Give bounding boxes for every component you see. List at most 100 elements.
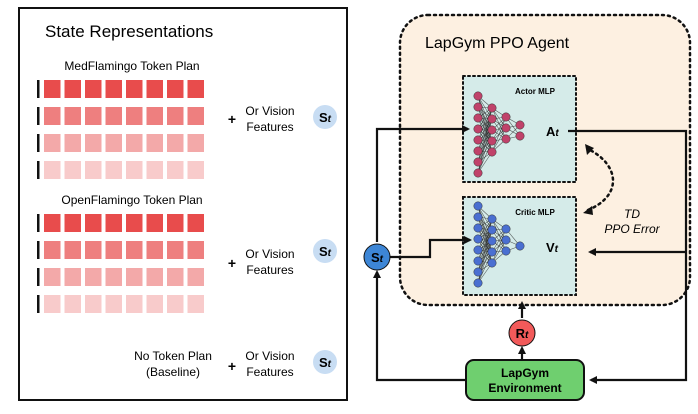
state-representations-panel <box>18 7 348 401</box>
actor-edge <box>491 116 507 153</box>
actor-node <box>473 102 483 112</box>
critic-node <box>473 267 483 277</box>
openflamingo-token <box>146 214 163 232</box>
medflamingo-token <box>85 161 102 179</box>
actor-node <box>473 168 483 178</box>
or-vision-label-1: Or Vision <box>245 104 294 118</box>
actor-edge <box>477 140 493 174</box>
critic-edge <box>477 218 493 262</box>
critic-node <box>515 241 525 251</box>
openflamingo-row-marker <box>37 241 40 259</box>
critic-node <box>473 234 483 244</box>
actor-node <box>473 146 483 156</box>
state-node <box>363 243 391 271</box>
openflamingo-token <box>105 241 122 259</box>
td-arrowhead-bottom <box>583 206 593 215</box>
ppo-error-label: PPO Error <box>604 222 660 236</box>
actor-edge <box>477 107 493 152</box>
medflamingo-token <box>126 80 143 98</box>
openflamingo-token <box>85 241 102 259</box>
or-vision-label-2: Or Vision <box>245 247 294 261</box>
critic-node <box>501 224 511 234</box>
environment-line1: LapGym <box>501 366 549 380</box>
critic-output: Vt <box>546 240 559 255</box>
openflamingo-token <box>44 268 61 286</box>
medflamingo-row-marker <box>37 107 40 125</box>
actor-edge <box>477 129 493 174</box>
medflamingo-token <box>44 161 61 179</box>
medflamingo-token <box>44 107 61 125</box>
environment-line2: Environment <box>488 381 561 395</box>
openflamingo-token <box>146 295 163 313</box>
medflamingo-token <box>85 107 102 125</box>
openflamingo-token <box>85 295 102 313</box>
openflamingo-row-marker <box>37 268 40 286</box>
actor-node <box>473 91 483 101</box>
actor-node <box>515 120 525 130</box>
state-circle-2 <box>313 239 337 263</box>
openflamingo-token <box>187 295 204 313</box>
td-label: TD <box>624 207 640 221</box>
reward-node <box>508 319 536 347</box>
actor-node <box>473 157 483 167</box>
critic-node <box>501 235 511 245</box>
critic-node <box>487 247 497 257</box>
openflamingo-row-marker <box>37 295 40 313</box>
environment-box <box>465 359 585 401</box>
actor-output: At <box>546 124 559 139</box>
state-symbol-3: St <box>319 355 332 370</box>
actor-edge <box>491 116 507 142</box>
plus-sign-3: + <box>228 358 236 374</box>
medflamingo-token <box>64 134 81 152</box>
td-arrowhead-top <box>585 144 594 155</box>
medflamingo-token <box>126 161 143 179</box>
medflamingo-token <box>105 80 122 98</box>
openflamingo-token <box>44 241 61 259</box>
actor-node <box>487 114 497 124</box>
openflamingo-token <box>126 268 143 286</box>
medflamingo-token <box>167 80 184 98</box>
actor-edge <box>491 127 507 153</box>
critic-edge <box>491 228 507 253</box>
medflamingo-label: MedFlamingo Token Plan <box>64 59 199 73</box>
medflamingo-token <box>44 134 61 152</box>
critic-node <box>501 246 511 256</box>
medflamingo-token <box>167 107 184 125</box>
medflamingo-token <box>105 134 122 152</box>
medflamingo-token <box>85 134 102 152</box>
features-label-3: Features <box>246 365 293 379</box>
state-symbol-2: St <box>319 244 332 259</box>
actor-node <box>473 124 483 134</box>
actor-node <box>487 147 497 157</box>
ppo-agent-title: LapGym PPO Agent <box>425 35 570 52</box>
actor-node <box>515 131 525 141</box>
medflamingo-token <box>126 134 143 152</box>
state-representations-title: State Representations <box>45 22 213 41</box>
actor-node <box>501 123 511 133</box>
critic-network <box>473 201 525 288</box>
medflamingo-token <box>187 107 204 125</box>
critic-mlp-label: Critic MLP <box>515 208 555 217</box>
openflamingo-token <box>64 268 81 286</box>
action-line <box>568 129 688 384</box>
medflamingo-row-marker <box>37 161 40 179</box>
openflamingo-token <box>167 268 184 286</box>
openflamingo-token-grid <box>37 214 204 313</box>
actor-edge <box>477 107 493 141</box>
openflamingo-token <box>64 214 81 232</box>
medflamingo-token <box>44 80 61 98</box>
actor-node <box>501 134 511 144</box>
medflamingo-token <box>146 134 163 152</box>
actor-node <box>501 112 511 122</box>
medflamingo-token <box>64 161 81 179</box>
medflamingo-row-marker <box>37 134 40 152</box>
openflamingo-token <box>105 214 122 232</box>
actor-node <box>473 135 483 145</box>
critic-node <box>473 278 483 288</box>
medflamingo-token <box>85 80 102 98</box>
actor-node <box>473 113 483 123</box>
openflamingo-token <box>44 295 61 313</box>
baseline-label: (Baseline) <box>146 365 200 379</box>
actor-mlp-label: Actor MLP <box>515 87 556 96</box>
